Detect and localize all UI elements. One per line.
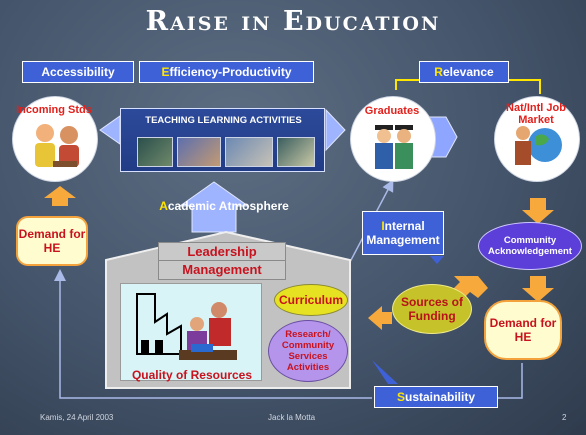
classroom-photo-4 [277, 137, 315, 167]
orange-arrow-demand-to-incoming [44, 186, 76, 206]
chevron-teaching-to-graduates [325, 108, 346, 152]
management-label: Management [182, 262, 262, 277]
page-number: 2 [562, 413, 567, 422]
footer-author: Jack la Motta [268, 413, 316, 422]
graduates-image [350, 96, 436, 182]
demand-for-he-right: Demand for HE [484, 300, 562, 360]
factory-people-icon [121, 284, 261, 380]
orange-arrow-job-to-community [522, 198, 554, 224]
internal-rest: nternal Management [366, 219, 440, 247]
teaching-label: TEACHING LEARNING ACTIVITIES [145, 115, 302, 126]
academic-atmosphere-label: Academic Atmosphere [144, 199, 304, 213]
classroom-photo-3 [225, 137, 273, 167]
up-arrow-academic [178, 181, 250, 233]
globe-worker-icon [515, 126, 562, 165]
relevance-label: elevance [442, 65, 494, 79]
leadership-management-panel: Leadership [158, 242, 286, 280]
internal-management-box: Internal Management [362, 211, 444, 255]
graduates-label: Graduates [364, 105, 420, 117]
job-market-label: Nat/Intl Job Market [506, 102, 566, 126]
quality-of-resources-label: Quality of Resources [131, 368, 253, 382]
accessibility-box: Accessibility [22, 61, 134, 83]
classroom-photo-1 [137, 137, 173, 167]
leadership-label: Leadership [159, 243, 285, 261]
sustainability-pointer [372, 360, 398, 384]
academic-initial: A [159, 199, 168, 213]
efficiency-initial: E [161, 65, 170, 79]
incoming-label: Incoming Stds [16, 104, 92, 116]
graduates-illustration-icon [375, 125, 413, 169]
job-market-image [494, 96, 580, 182]
orange-arrow-sources-to-research [368, 306, 392, 330]
sources-of-funding: Sources of Funding [392, 284, 472, 334]
internal-management-label: Internal Management [362, 219, 443, 247]
internal-initial: I [381, 219, 385, 233]
orange-arrow-community-to-demand [522, 276, 554, 302]
sustainability-initial: S [396, 390, 405, 404]
demand-for-he-left: Demand for HE [16, 216, 88, 266]
accessibility-label: Accessibility [41, 65, 115, 79]
community-acknowledgement: Community Acknowledgement [478, 222, 582, 270]
incoming-students-image [12, 96, 98, 182]
slide-title: Raise in Education [145, 6, 441, 37]
resources-illustration [120, 283, 262, 381]
students-illustration-icon [35, 124, 79, 167]
footer-date: Kamis, 24 April 2003 [40, 413, 114, 422]
relevance-initial: R [434, 65, 443, 79]
loop-line-bottom [54, 269, 372, 399]
teaching-activities-banner: TEACHING LEARNING ACTIVITIES [120, 108, 325, 172]
sustainability-label: ustainability [405, 390, 476, 404]
curriculum-ellipse: Curriculum [274, 284, 348, 316]
classroom-photo-2 [177, 137, 221, 167]
internal-pointer [430, 256, 444, 264]
research-community-ellipse: Research/ Community Services Activities [268, 320, 348, 382]
academic-rest: cademic Atmosphere [167, 199, 289, 213]
efficiency-label: fficiency-Productivity [169, 65, 292, 79]
